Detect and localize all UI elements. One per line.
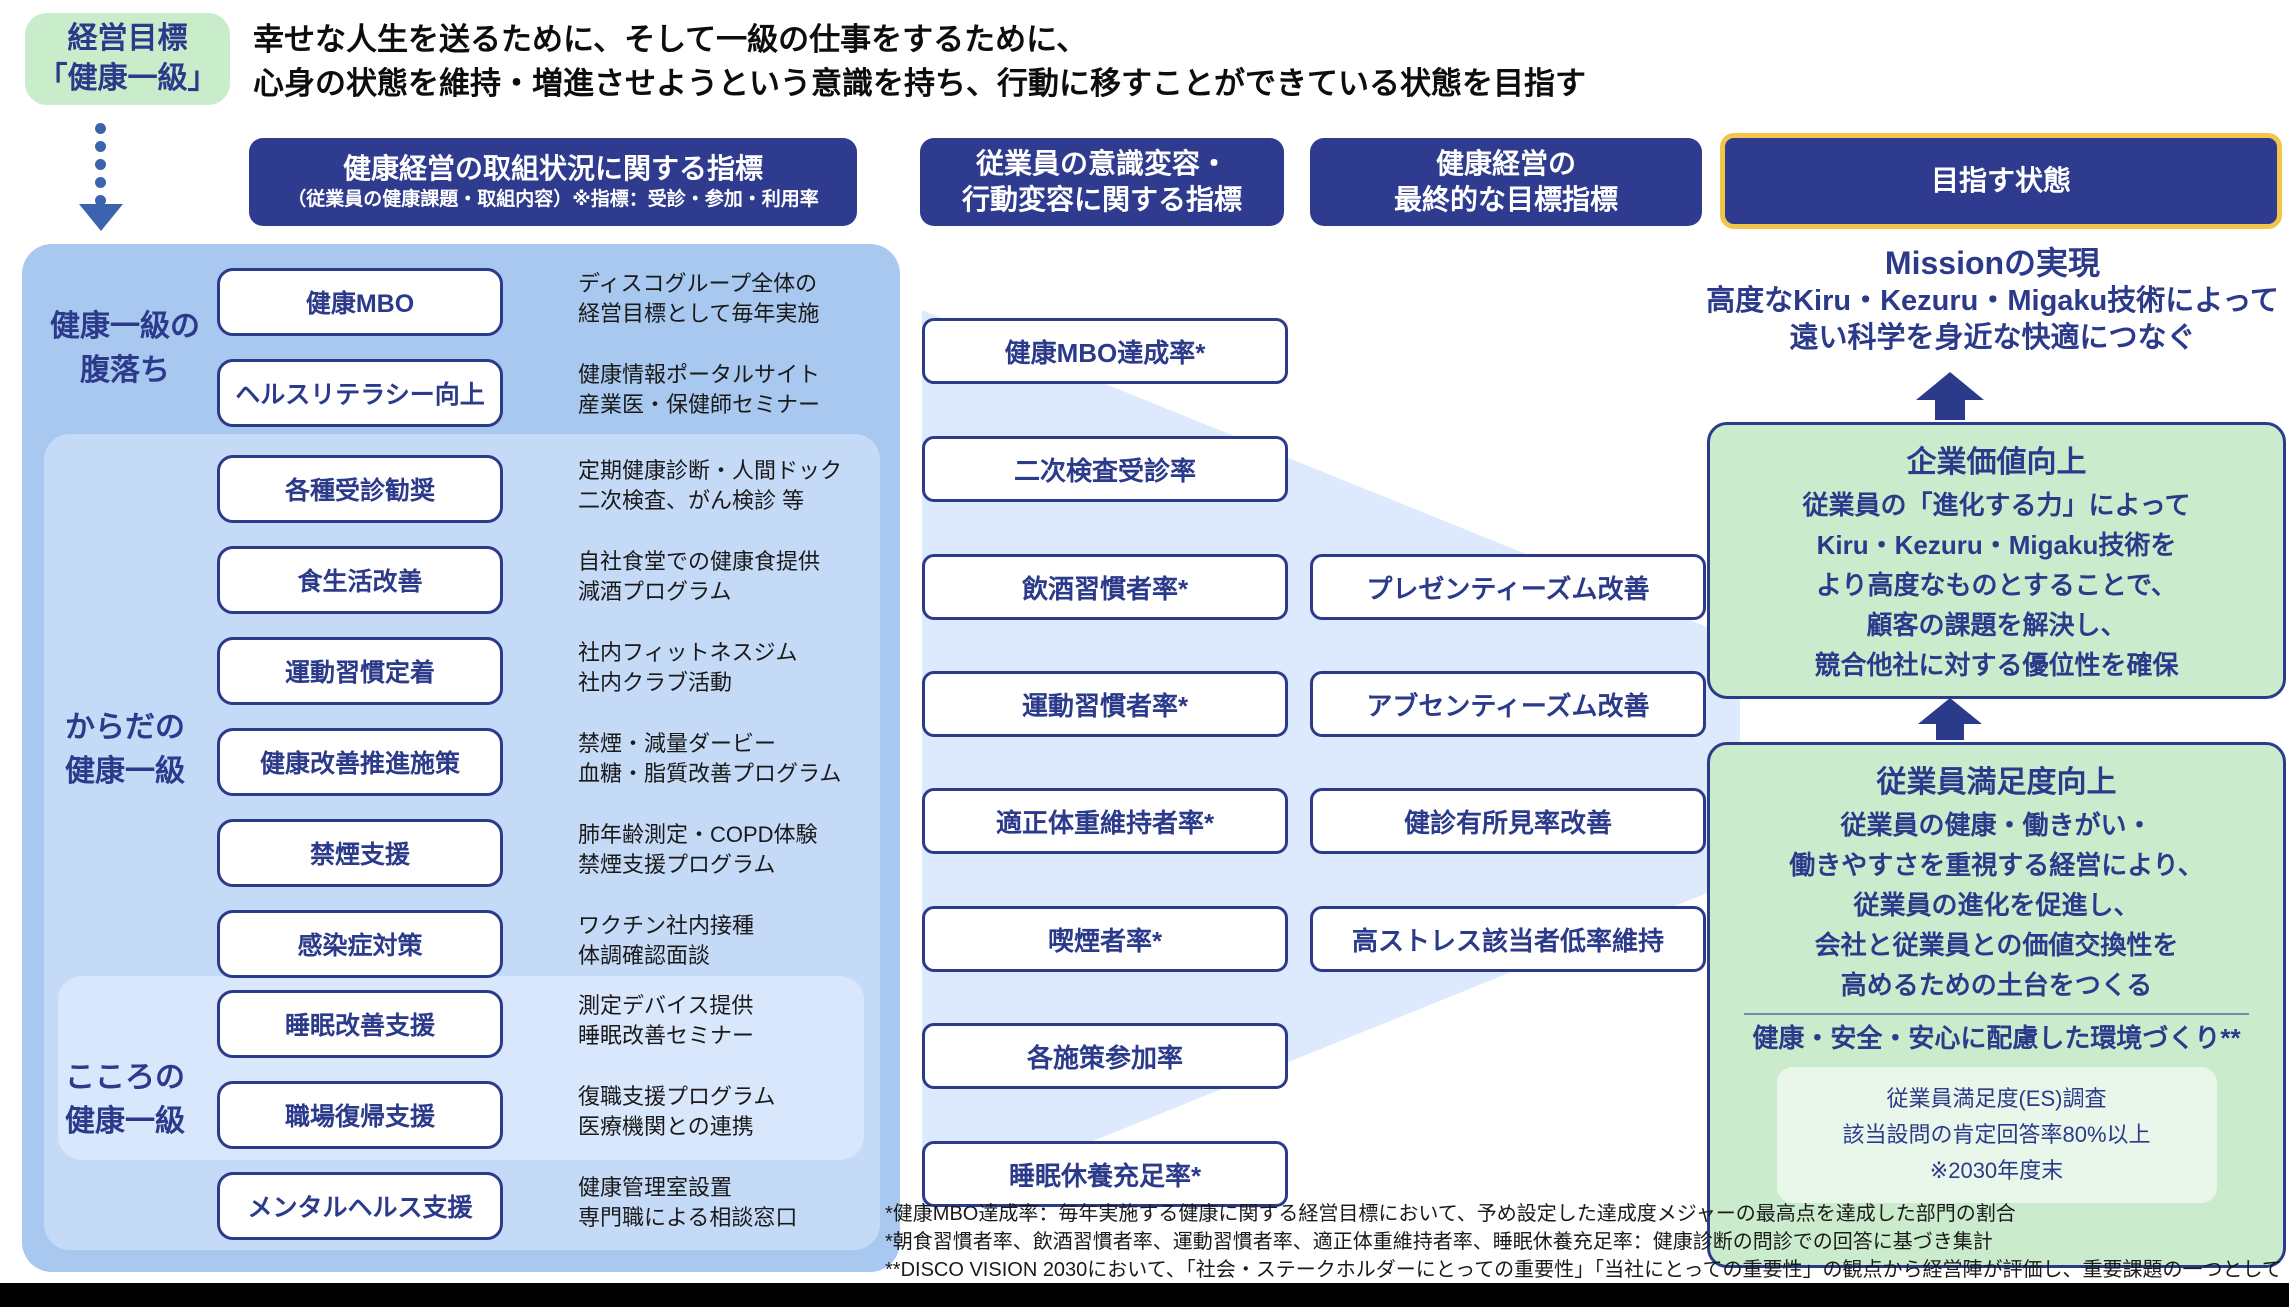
initiative-description: ディスコグループ全体の 経営目標として毎年実施 — [578, 271, 820, 326]
initiative-description: 定期健康診断・人間ドック 二次検査、がん検診 等 — [578, 458, 843, 513]
header-target-state: 目指す状態 — [1720, 133, 2282, 229]
bottom-bar — [0, 1283, 2289, 1307]
corporate-value-title: 企業価値向上 — [1906, 446, 2087, 479]
initiative-box: 感染症対策 — [217, 910, 503, 978]
initiative-description: 健康情報ポータルサイト 産業医・保健師セミナー — [578, 362, 821, 417]
es-survey-box: 従業員満足度(ES)調査 該当設問の肯定回答率80%以上 ※2030年度末 — [1776, 1067, 2217, 1203]
initiative-description: ワクチン社内接種 体調確認面談 — [578, 913, 755, 968]
initiative-box: 健康改善推進施策 — [217, 728, 503, 796]
awareness-indicator-box: 健康MBO達成率* — [922, 318, 1288, 384]
awareness-indicator-box: 飲酒習慣者率* — [922, 554, 1288, 620]
awareness-indicator-box: 運動習慣者率* — [922, 671, 1288, 737]
footnote-2: *朝食習慣者率、飲酒習慣者率、運動習慣者率、適正体重維持者率、睡眠休養充足率：健… — [885, 1231, 1993, 1253]
awareness-indicator-box: 適正体重維持者率* — [922, 788, 1288, 854]
employee-satisfaction-box: 従業員満足度向上 従業員の健康・働きがい・ 働きやすさを重視する経営により、 従… — [1707, 742, 2286, 1268]
initiative-description: 復職支援プログラム 医療機関との連携 — [578, 1084, 776, 1139]
corporate-value-body: 従業員の「進化する力」によって Kiru・Kezuru・Migaku技術を より… — [1802, 490, 2191, 680]
initiative-box: ヘルスリテラシー向上 — [217, 359, 503, 427]
employee-satisfaction-title: 従業員満足度向上 — [1876, 766, 2117, 799]
footnote-1: *健康MBO達成率：毎年実施する健康に関する経営目標において、予め設定した達成度… — [885, 1203, 2016, 1225]
mission-block: Missionの実現 高度なKiru・Kezuru・Migaku技術によって 遠… — [1700, 243, 2285, 357]
goal-statement: 幸せな人生を送るために、そして一級の仕事をするために、 心身の状態を維持・増進さ… — [253, 22, 1586, 101]
section-label-mind-health: こころの 健康一級 — [65, 1061, 185, 1138]
initiative-box: 運動習慣定着 — [217, 637, 503, 705]
initiative-description: 肺年齢測定・COPD体験 禁煙支援プログラム — [578, 822, 818, 877]
final-indicator-box: プレゼンティーズム改善 — [1310, 554, 1706, 620]
header-subtitle: （従業員の健康課題・取組内容）※指標：受診・参加・利用率 — [287, 189, 819, 210]
final-indicator-box: 高ストレス該当者低率維持 — [1310, 906, 1706, 972]
divider — [1744, 1013, 2249, 1015]
section-label-conviction: 健康一級の 腹落ち — [50, 310, 200, 387]
initiative-description: 測定デバイス提供 睡眠改善セミナー — [578, 993, 755, 1048]
awareness-indicator-box: 各施策参加率 — [922, 1023, 1288, 1089]
environment-line: 健康・安全・安心に配慮した環境づくり** — [1752, 1023, 2241, 1053]
awareness-indicator-box: 喫煙者率* — [922, 906, 1288, 972]
initiative-description: 健康管理室設置 専門職による相談窓口 — [578, 1175, 798, 1230]
section-label-body-health: からだの 健康一級 — [65, 711, 185, 788]
initiative-box: 健康MBO — [217, 268, 503, 336]
initiative-box: 職場復帰支援 — [217, 1081, 503, 1149]
initiative-description: 自社食堂での健康食提供 減酒プログラム — [578, 549, 821, 604]
initiative-box: メンタルヘルス支援 — [217, 1172, 503, 1240]
initiative-box: 睡眠改善支援 — [217, 990, 503, 1058]
initiative-box: 各種受診勧奨 — [217, 455, 503, 523]
header-final-goal-indicators: 健康経営の 最終的な目標指標 — [1310, 138, 1702, 226]
employee-satisfaction-body: 従業員の健康・働きがい・ 働きやすさを重視する経営により、 従業員の進化を促進し… — [1789, 810, 2204, 1000]
mission-body: 高度なKiru・Kezuru・Migaku技術によって 遠い科学を身近な快適につ… — [1706, 285, 2279, 354]
initiative-description: 社内フィットネスジム 社内クラブ活動 — [578, 640, 798, 695]
footnotes: *健康MBO達成率：毎年実施する健康に関する経営目標において、予め設定した達成度… — [885, 1200, 2289, 1307]
goal-badge: 経営目標 「健康一級」 — [25, 13, 230, 105]
final-indicator-box: 健診有所見率改善 — [1310, 788, 1706, 854]
awareness-indicator-box: 二次検査受診率 — [922, 436, 1288, 502]
corporate-value-box: 企業価値向上 従業員の「進化する力」によって Kiru・Kezuru・Migak… — [1707, 422, 2286, 699]
initiative-box: 食生活改善 — [217, 546, 503, 614]
initiative-description: 禁煙・減量ダービー 血糖・脂質改善プログラム — [578, 731, 842, 786]
header-title: 健康経営の取組状況に関する指標 — [342, 153, 763, 184]
initiative-box: 禁煙支援 — [217, 819, 503, 887]
header-awareness-behavior-indicators: 従業員の意識変容・ 行動変容に関する指標 — [920, 138, 1284, 226]
header-initiative-indicators: 健康経営の取組状況に関する指標 （従業員の健康課題・取組内容）※指標：受診・参加… — [249, 138, 857, 226]
final-indicator-box: アブセンティーズム改善 — [1310, 671, 1706, 737]
awareness-indicator-box: 睡眠休養充足率* — [922, 1141, 1288, 1207]
mission-title: Missionの実現 — [1884, 245, 2101, 281]
